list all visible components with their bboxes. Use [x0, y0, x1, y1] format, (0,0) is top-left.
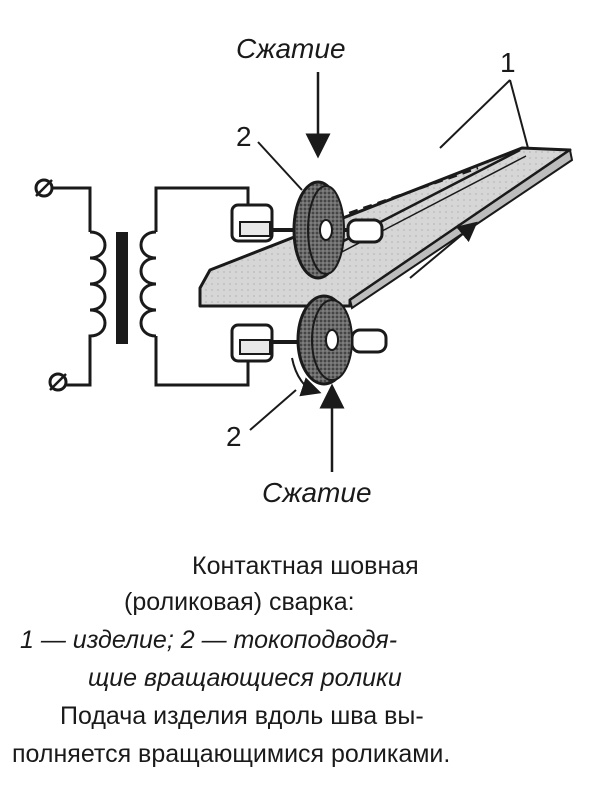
lower-roller-holder	[230, 323, 388, 363]
caption-title-line-1: Контактная шовная	[192, 552, 419, 580]
part-number-label: 1	[500, 47, 516, 78]
caption-legend-line-2: щие вращающиеся ролики	[88, 664, 402, 692]
caption-note-line-1: Подача изделия вдоль шва вы-	[60, 702, 424, 730]
upper-roller-holder	[230, 203, 384, 244]
leader-roller-bottom	[249, 389, 297, 431]
compression-label-bottom: Сжатие	[262, 477, 372, 508]
secondary-wire-bottom	[154, 336, 250, 387]
leader-roller-top	[257, 141, 303, 191]
caption-legend-line-1: 1 — изделие; 2 — токоподводя-	[20, 626, 398, 654]
leader-part-1b	[509, 79, 529, 149]
upper-roller	[292, 180, 345, 280]
seam-welding-diagram: Сжатие Сжатие 1 2 2	[34, 33, 574, 508]
primary-wire	[52, 186, 92, 387]
lower-roller	[291, 294, 353, 397]
transformer-core	[116, 232, 128, 344]
caption-note-line-2: полняется вращающимися роликами.	[12, 740, 451, 768]
workpiece-plates	[198, 146, 574, 310]
compression-label-top: Сжатие	[236, 33, 346, 64]
primary-coil	[88, 230, 107, 348]
secondary-coil	[139, 230, 157, 338]
roller-number-label-bottom: 2	[226, 421, 242, 452]
roller-number-label-top: 2	[236, 121, 252, 152]
leader-part-1a	[439, 79, 511, 149]
caption-title-line-2: (роликовая) сварка:	[124, 588, 355, 616]
power-terminal-bottom	[48, 372, 68, 392]
secondary-wire-top	[154, 186, 250, 232]
power-terminal-top	[34, 178, 54, 198]
